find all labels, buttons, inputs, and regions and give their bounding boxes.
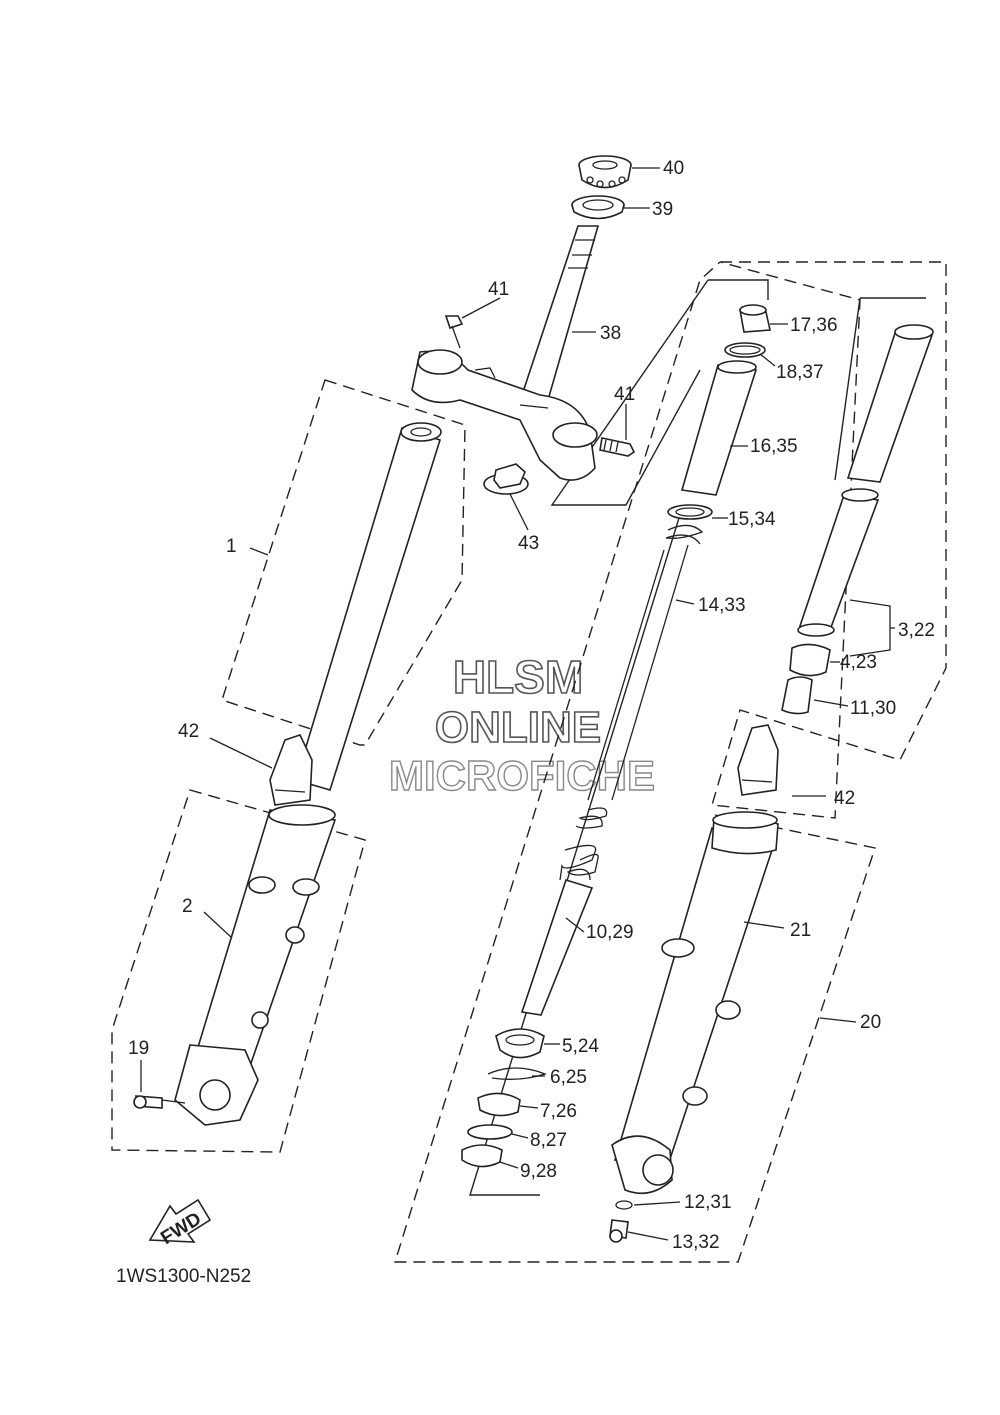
nut-washer bbox=[483, 463, 529, 495]
watermark: HLSM ONLINE MICROFICHE bbox=[388, 650, 655, 800]
callout-4-23: 4,23 bbox=[840, 652, 877, 673]
bolt-bottom-left bbox=[133, 1095, 186, 1109]
bolt-top bbox=[444, 315, 464, 349]
callout-15-34: 15,34 bbox=[728, 509, 776, 530]
fwd-arrow-icon: FWD bbox=[148, 1198, 212, 1249]
bracket-inner-tube-right bbox=[834, 297, 926, 481]
callout-19: 19 bbox=[128, 1038, 149, 1059]
bolt-1332 bbox=[609, 1219, 629, 1243]
callout-3-22: 3,22 bbox=[898, 620, 935, 641]
fork-spring bbox=[566, 524, 704, 881]
callout-11-30: 11,30 bbox=[850, 698, 896, 719]
callout-20: 20 bbox=[860, 1012, 881, 1033]
washer-1534 bbox=[667, 504, 713, 520]
washer-827 bbox=[467, 1124, 513, 1140]
damper-rod bbox=[520, 844, 597, 1016]
callout-13-32: 13,32 bbox=[672, 1232, 720, 1253]
group-box-outer-tube-right bbox=[394, 261, 876, 1263]
spacer-tube bbox=[680, 360, 758, 496]
bracket-damper bbox=[469, 504, 684, 1196]
callout-6-25: 6,25 bbox=[550, 1067, 587, 1088]
callout-16-35: 16,35 bbox=[750, 436, 798, 457]
o-ring bbox=[724, 342, 766, 358]
cap-bolt bbox=[739, 304, 771, 333]
brackets bbox=[469, 279, 926, 1196]
slide-bush bbox=[461, 1144, 503, 1168]
gasket-1231 bbox=[615, 1200, 633, 1210]
callout-2: 2 bbox=[182, 896, 193, 917]
callout-21: 21 bbox=[790, 920, 811, 941]
outer-tube-left bbox=[174, 804, 337, 1126]
callout-9-28: 9,28 bbox=[520, 1161, 557, 1182]
callout-7-26: 7,26 bbox=[540, 1101, 577, 1122]
bushing-1130 bbox=[781, 676, 813, 715]
callout-17-36: 17,36 bbox=[790, 315, 838, 336]
oil-seal bbox=[495, 1028, 545, 1059]
callout-38: 38 bbox=[600, 323, 621, 344]
callout-5-24: 5,24 bbox=[562, 1036, 599, 1057]
callout-41b: 41 bbox=[614, 384, 635, 405]
bearing-top bbox=[578, 155, 632, 189]
bracket-stem bbox=[550, 279, 769, 506]
clip bbox=[487, 1067, 547, 1080]
callout-18-37: 18,37 bbox=[776, 362, 824, 383]
callout-41a: 41 bbox=[488, 279, 509, 300]
callout-12-31: 12,31 bbox=[684, 1192, 732, 1213]
dust-seal bbox=[477, 1092, 521, 1117]
leader-lines bbox=[140, 167, 895, 1241]
callout-42a: 42 bbox=[178, 721, 199, 742]
steering-stem bbox=[520, 225, 600, 401]
fork-guard-right bbox=[737, 724, 779, 796]
callout-39: 39 bbox=[652, 199, 673, 220]
callout-10-29: 10,29 bbox=[586, 922, 634, 943]
callout-14-33: 14,33 bbox=[698, 595, 746, 616]
watermark-line2: ONLINE bbox=[435, 703, 601, 752]
watermark-line3: MICROFICHE bbox=[389, 752, 655, 799]
outer-tube-right bbox=[611, 811, 779, 1195]
fork-guard-left bbox=[269, 734, 313, 806]
callout-42b: 42 bbox=[834, 788, 855, 809]
group-box-outer-tube-left bbox=[111, 789, 366, 1153]
callouts: 40 39 41 38 41 43 1 17,36 18,37 16,35 15… bbox=[128, 158, 935, 1253]
watermark-line1: HLSM bbox=[453, 651, 583, 703]
bolt-side bbox=[599, 437, 636, 457]
bushing-423 bbox=[789, 643, 831, 677]
callout-1: 1 bbox=[226, 536, 237, 557]
reference-code: 1WS1300-N252 bbox=[116, 1266, 251, 1287]
under-bracket bbox=[411, 349, 598, 481]
inner-tube-right bbox=[797, 324, 934, 637]
callout-40: 40 bbox=[663, 158, 684, 179]
inner-tube-left bbox=[295, 422, 442, 791]
callout-43: 43 bbox=[518, 533, 539, 554]
callout-8-27: 8,27 bbox=[530, 1130, 567, 1151]
bearing-race bbox=[571, 195, 625, 220]
